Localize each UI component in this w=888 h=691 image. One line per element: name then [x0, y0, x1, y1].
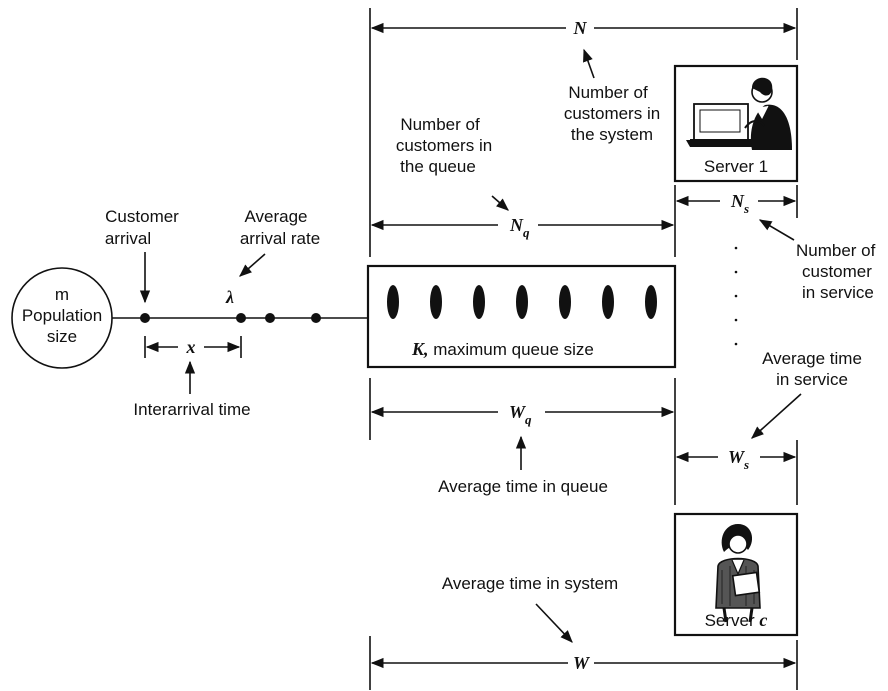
svg-text:Nq: Nq	[509, 215, 530, 240]
svg-text:Customer: Customer	[105, 207, 179, 226]
svg-text:Server 1: Server 1	[704, 157, 768, 176]
svg-text:Ns: Ns	[730, 191, 749, 216]
svg-text:Number of: Number of	[568, 83, 648, 102]
svg-text:customers in: customers in	[564, 104, 660, 123]
svg-text:the system: the system	[571, 125, 653, 144]
svg-text:Number of: Number of	[796, 241, 876, 260]
svg-text:Server c: Server c	[705, 610, 768, 630]
svg-text:x: x	[186, 337, 196, 357]
svg-text:Wq: Wq	[509, 402, 532, 427]
svg-text:customer: customer	[802, 262, 872, 281]
svg-text:in service: in service	[802, 283, 874, 302]
svg-text:W: W	[573, 653, 591, 673]
svg-text:Average time in queue: Average time in queue	[438, 477, 608, 496]
svg-text:Population: Population	[22, 306, 102, 325]
svg-text:Average: Average	[244, 207, 307, 226]
svg-text:the queue: the queue	[400, 157, 476, 176]
svg-text:arrival rate: arrival rate	[240, 229, 320, 248]
svg-text:Interarrival time: Interarrival time	[133, 400, 250, 419]
svg-text:customers in: customers in	[396, 136, 492, 155]
svg-text:Average time: Average time	[762, 349, 862, 368]
svg-text:m: m	[55, 285, 69, 304]
svg-text:Average time in system: Average time in system	[442, 574, 618, 593]
svg-text:arrival: arrival	[105, 229, 151, 248]
svg-text:λ: λ	[225, 287, 234, 307]
svg-text:K, maximum queue size: K, maximum queue size	[411, 339, 594, 359]
svg-text:N: N	[573, 18, 588, 38]
svg-text:in service: in service	[776, 370, 848, 389]
svg-text:Ws: Ws	[728, 447, 749, 472]
svg-text:size: size	[47, 327, 77, 346]
svg-text:Number of: Number of	[400, 115, 480, 134]
